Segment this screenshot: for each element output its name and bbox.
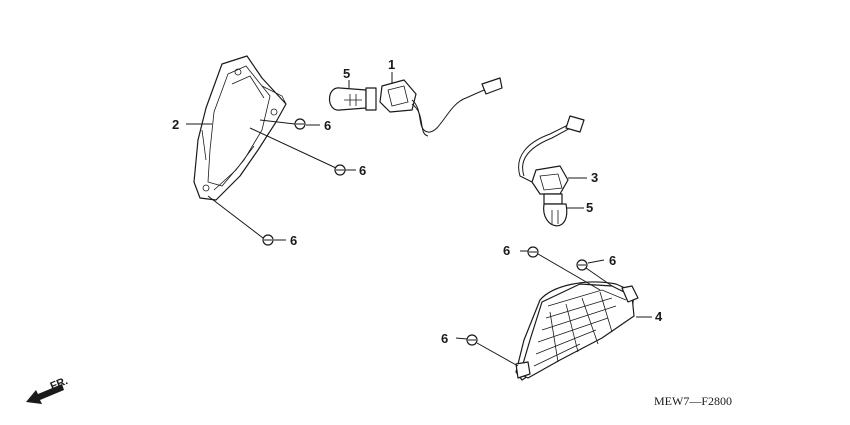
- screw-upper-right: [294, 118, 306, 130]
- screw-part4-left: [466, 334, 478, 346]
- screw-lower-left: [262, 234, 274, 246]
- callout-3: 3: [591, 170, 598, 185]
- socket-part-1: [379, 77, 503, 137]
- bulb-part-5-lower: [543, 193, 568, 227]
- bulb-part-5-upper: [328, 87, 377, 111]
- direction-label: FR.: [49, 375, 70, 393]
- callout-6-part4-top: 6: [503, 243, 510, 258]
- callout-6-lower-left: 6: [290, 233, 297, 248]
- callout-2: 2: [172, 117, 179, 132]
- callout-6-part4-right: 6: [609, 253, 616, 268]
- callout-6-middle: 6: [359, 163, 366, 178]
- lens-housing-part-2: [193, 55, 287, 201]
- callout-6-part4-left: 6: [441, 331, 448, 346]
- screw-part4-right: [576, 259, 588, 271]
- drawing-code: MEW7—F2800: [654, 394, 732, 408]
- callout-5-lower: 5: [586, 200, 593, 215]
- callout-4: 4: [655, 309, 663, 324]
- leader-lines: [186, 72, 652, 367]
- lens-part-4: [515, 281, 639, 381]
- screw-middle: [334, 164, 346, 176]
- socket-part-3: [518, 115, 585, 195]
- callout-5-upper: 5: [343, 66, 350, 81]
- front-direction-arrow: FR.: [26, 375, 70, 404]
- callout-6-upper: 6: [324, 118, 331, 133]
- screw-part4-top: [527, 246, 539, 258]
- callout-1: 1: [388, 57, 395, 72]
